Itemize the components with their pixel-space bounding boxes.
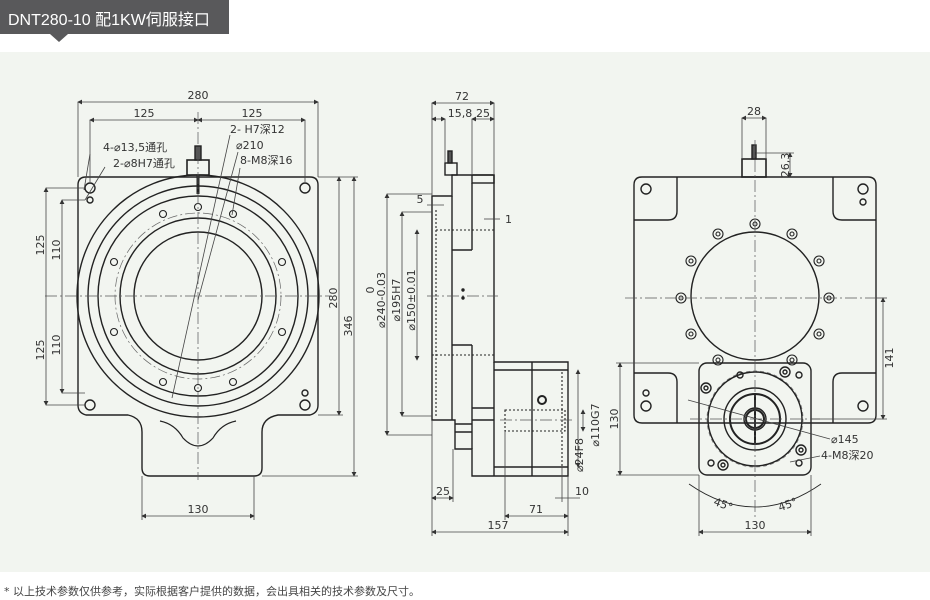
dim-280-width: 280 [188,89,209,102]
front-dimension-labels: 280 125 125 4-⌀13,5通孔 2-⌀8H7通孔 2- H7深12 … [34,89,355,516]
dim-dia-110: ⌀110G7 [589,403,602,446]
title-tab: DNT280-10 配1KW伺服接口 [0,0,229,34]
dim-125-lower: 125 [34,340,47,361]
callout-pin-holes: 2-⌀8H7通孔 [113,157,175,170]
corner-hole [299,182,311,194]
callout-m8-tapped: 8-M8深16 [240,154,292,167]
dim-346-height: 346 [342,316,355,337]
front-dimensions [43,99,358,520]
dim-1: 1 [505,213,512,226]
callout-pcd-145: ⌀145 [831,433,859,446]
callout-pcd-210: ⌀210 [236,139,264,152]
dim-130-vertical: 130 [608,409,621,430]
dim-110-upper: 110 [50,240,63,261]
rear-view [625,140,880,520]
dim-5: 5 [417,193,424,206]
callout-h7-depth: 2- H7深12 [230,123,285,136]
dim-15-8: 15,8 [448,107,473,120]
dim-tolerance-zero: 0 [364,287,377,294]
rear-dimensions [616,115,887,536]
dim-130-horizontal: 130 [745,519,766,532]
angle-right: 45° [776,495,799,514]
dim-280-height: 280 [327,288,340,309]
dim-125-upper: 125 [34,235,47,256]
dim-dia-195: ⌀195H7 [390,279,403,322]
dim-dia-150: ⌀150±0.01 [405,269,418,330]
side-view [427,150,572,477]
dim-110-lower: 110 [50,335,63,356]
dim-125-left: 125 [134,107,155,120]
side-dimensions [384,100,586,536]
dim-125-right: 125 [242,107,263,120]
footnote: * 以上技术参数仅供参考，实际根据客户提供的数据，会出具相关的技术参数及尺寸。 [4,585,420,598]
pin-hole [86,196,94,204]
rear-dimension-labels: 28 26,3 141 130 130 45° 45° ⌀145 4-M8深20 [608,105,896,532]
angle-left: 45° [712,495,735,514]
side-dimension-labels: 72 15,8 25 5 1 0 ⌀240-0.03 ⌀195H7 ⌀150±0… [364,90,602,532]
dim-72: 72 [455,90,469,103]
callout-motor-tapped: 4-M8深20 [821,449,873,462]
dim-25-top: 25 [476,107,490,120]
dim-26-3: 26,3 [779,153,792,178]
dim-28: 28 [747,105,761,118]
dim-71: 71 [529,503,543,516]
page-title: DNT280-10 配1KW伺服接口 [8,12,210,29]
dim-dia-240: ⌀240-0.03 [375,272,388,328]
dim-130-bottom: 130 [188,503,209,516]
dim-141: 141 [883,348,896,369]
corner-hole [299,399,311,411]
pin-hole [301,389,309,397]
title-pointer [50,34,68,42]
corner-hole [84,399,96,411]
technical-drawing [0,52,930,572]
front-view [45,112,330,480]
dim-10: 10 [575,485,589,498]
dim-25-bottom: 25 [436,485,450,498]
dim-dia-24: ⌀24F8 [573,438,586,472]
callout-through-holes: 4-⌀13,5通孔 [103,141,167,154]
dim-157: 157 [488,519,509,532]
